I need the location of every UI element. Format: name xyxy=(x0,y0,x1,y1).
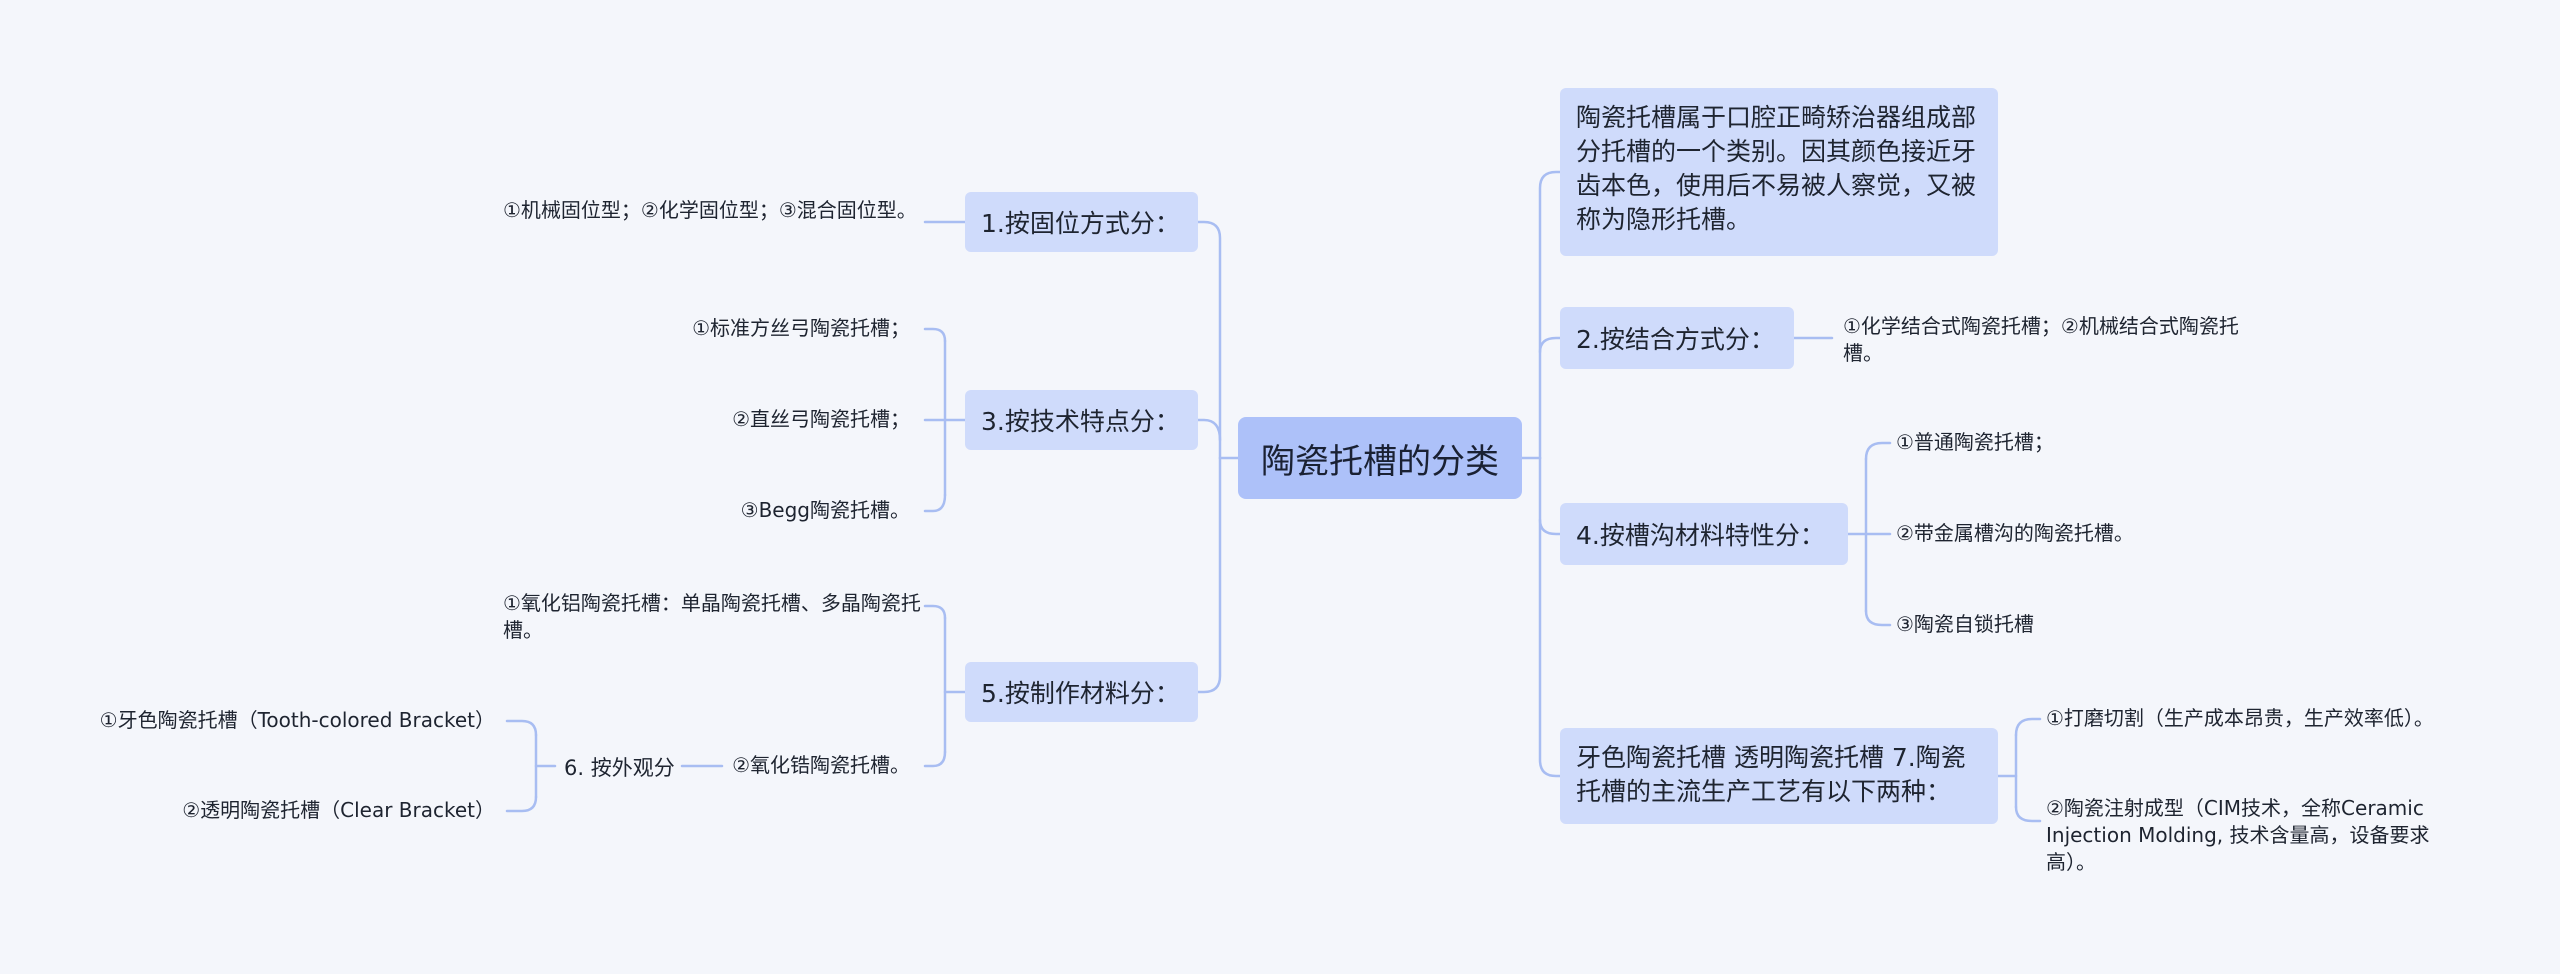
branch-fixation[interactable]: 1.按固位方式分： xyxy=(965,192,1198,252)
leaf-ordinary: ①普通陶瓷托槽； xyxy=(1896,430,2054,454)
leaf-grinding: ①打磨切割（生产成本昂贵，生产效率低）。 xyxy=(2046,706,2434,730)
leaf-alumina: ①氧化铝陶瓷托槽：单晶陶瓷托槽、多晶陶瓷托槽。 xyxy=(503,591,921,642)
leaf-straight-wire: ②直丝弓陶瓷托槽； xyxy=(732,407,910,431)
leaf-self-ligating: ③陶瓷自锁托槽 xyxy=(1896,612,2034,636)
leaf-metal-slot: ②带金属槽沟的陶瓷托槽。 xyxy=(1896,521,2134,545)
branch-slot-material[interactable]: 4.按槽沟材料特性分： xyxy=(1560,503,1848,565)
sub-branch-appearance[interactable]: 6. 按外观分 xyxy=(564,756,675,780)
leaf-fixation-types: ①机械固位型；②化学固位型；③混合固位型。 xyxy=(503,198,917,222)
leaf-clear: ②透明陶瓷托槽（Clear Bracket） xyxy=(182,798,495,822)
branch-intro[interactable]: 陶瓷托槽属于口腔正畸矫治器组成部分托槽的一个类别。因其颜色接近牙齿本色，使用后不… xyxy=(1560,88,1998,256)
branch-material[interactable]: 5.按制作材料分： xyxy=(965,662,1198,722)
leaf-cim: ②陶瓷注射成型（CIM技术，全称Ceramic Injection Moldin… xyxy=(2046,796,2430,874)
leaf-zirconia: ②氧化锆陶瓷托槽。 xyxy=(732,753,910,777)
branch-bonding[interactable]: 2.按结合方式分： xyxy=(1560,307,1794,369)
leaf-begg: ③Begg陶瓷托槽。 xyxy=(740,498,910,522)
leaf-standard-edgewise: ①标准方丝弓陶瓷托槽； xyxy=(692,316,910,340)
leaf-bonding-types: ①化学结合式陶瓷托槽；②机械结合式陶瓷托槽。 xyxy=(1843,314,2239,365)
branch-technique[interactable]: 3.按技术特点分： xyxy=(965,390,1198,450)
leaf-tooth-colored: ①牙色陶瓷托槽（Tooth-colored Bracket） xyxy=(99,708,495,732)
root-topic[interactable]: 陶瓷托槽的分类 xyxy=(1238,417,1522,499)
branch-production[interactable]: 牙色陶瓷托槽 透明陶瓷托槽 7.陶瓷托槽的主流生产工艺有以下两种： xyxy=(1560,728,1998,824)
